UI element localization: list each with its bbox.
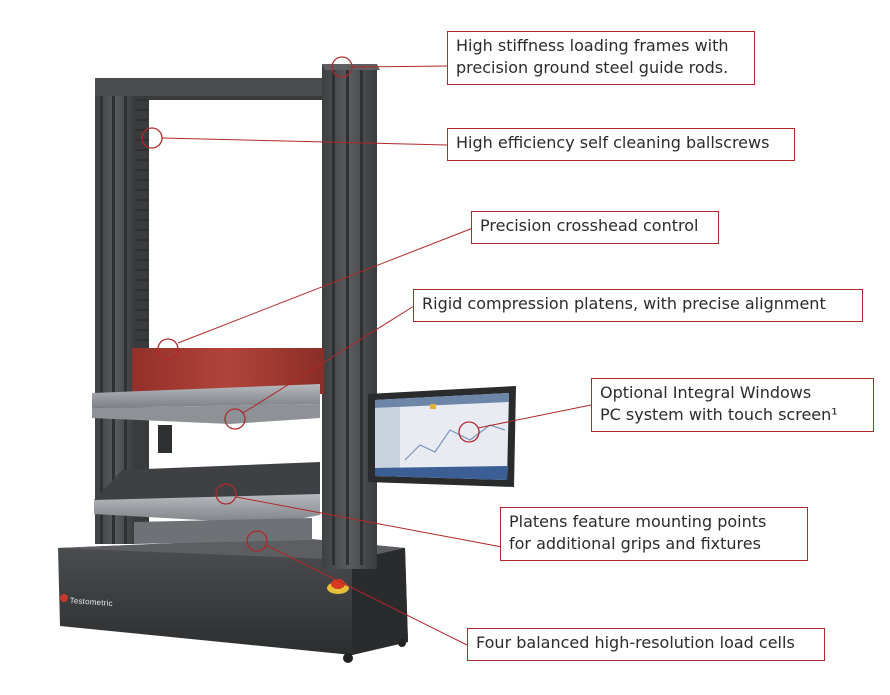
top-beam bbox=[95, 78, 377, 96]
callout-platens: Rigid compression platens, with precise … bbox=[413, 289, 863, 322]
load-cell-block bbox=[134, 518, 312, 544]
machine-base bbox=[58, 538, 408, 663]
callout-load-cells: Four balanced high-resolution load cells bbox=[467, 628, 825, 661]
marker-upper-platen bbox=[224, 408, 246, 430]
ballscrew bbox=[135, 92, 149, 542]
callout-text: PC system with touch screen¹ bbox=[600, 405, 838, 424]
callout-text: Platens feature mounting points bbox=[509, 512, 767, 531]
marker-guide-rods bbox=[331, 56, 353, 78]
callout-text: Optional Integral Windows bbox=[600, 383, 812, 402]
emergency-stop-button bbox=[327, 579, 349, 594]
marker-crosshead bbox=[157, 338, 179, 360]
callout-loading-frames: High stiffness loading frames with preci… bbox=[447, 31, 755, 85]
right-column bbox=[322, 64, 380, 569]
callout-text: High stiffness loading frames with bbox=[456, 36, 729, 55]
marker-touch-screen bbox=[458, 421, 480, 443]
callout-crosshead: Precision crosshead control bbox=[471, 211, 719, 244]
left-column bbox=[95, 84, 149, 544]
callout-text: precision ground steel guide rods. bbox=[456, 58, 729, 77]
callout-text: Precision crosshead control bbox=[480, 216, 699, 235]
callout-markers bbox=[141, 56, 480, 552]
upper-platen bbox=[92, 384, 320, 453]
marker-load-cells bbox=[246, 530, 268, 552]
lower-platen bbox=[94, 462, 320, 544]
leader-lines bbox=[161, 65, 592, 646]
touch-screen-monitor bbox=[368, 386, 516, 487]
callout-mounting-points: Platens feature mounting points for addi… bbox=[500, 507, 808, 561]
callout-pc-system: Optional Integral Windows PC system with… bbox=[591, 378, 874, 432]
brand-logo-icon bbox=[60, 594, 68, 602]
callout-ballscrews: High efficiency self cleaning ballscrews bbox=[447, 128, 795, 161]
callout-text: for additional grips and fixtures bbox=[509, 534, 761, 553]
callout-text: Rigid compression platens, with precise … bbox=[422, 294, 826, 313]
marker-ballscrew bbox=[141, 127, 163, 149]
callout-text: High efficiency self cleaning ballscrews bbox=[456, 133, 770, 152]
callout-text: Four balanced high-resolution load cells bbox=[476, 633, 795, 652]
marker-mounting-points bbox=[215, 483, 237, 505]
